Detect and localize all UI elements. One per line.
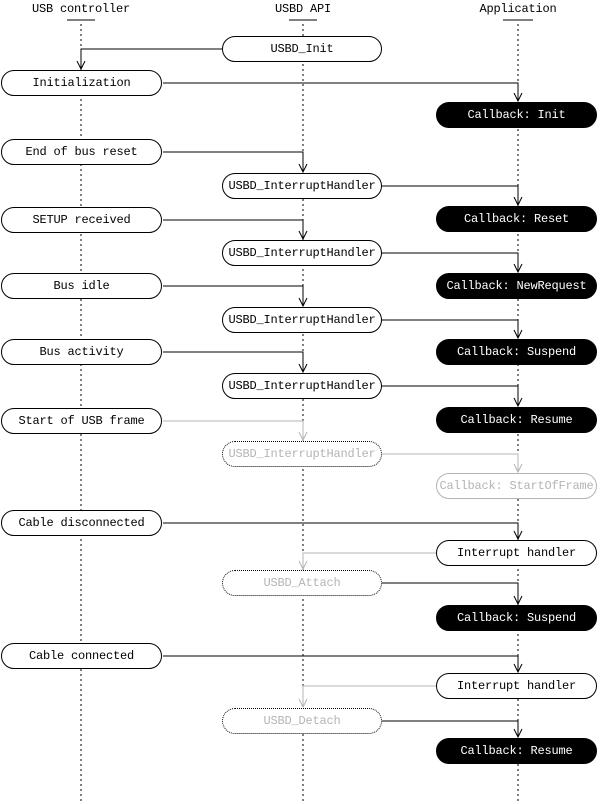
node-interrupt-handler-1: USBD_InterruptHandler (222, 173, 382, 199)
flow-bus-activity-to-interrupt-handler (163, 351, 308, 374)
flow-cable-disconnected-to-interrupt-handler (163, 522, 523, 541)
node-usbd-attach: USBD_Attach (222, 570, 382, 596)
flow-usbd-init-to-initialization (76, 48, 222, 71)
flow-usbd-detach-to-callback-resume (382, 720, 523, 739)
flow-interrupt-handler-to-callback-startofframe-inactive (382, 453, 523, 474)
node-setup-received: SETUP received (1, 207, 162, 233)
column-header-usbd-api: USBD API (274, 2, 331, 16)
flow-interrupt-handler-to-callback-newrequest (382, 252, 523, 274)
node-callback-suspend-1: Callback: Suspend (436, 339, 597, 365)
node-bus-idle: Bus idle (1, 273, 162, 299)
node-usbd-init: USBD_Init (222, 36, 382, 62)
node-start-of-usb-frame: Start of USB frame (1, 408, 162, 434)
flow-end-of-bus-reset-to-interrupt-handler (163, 151, 308, 174)
node-callback-reset: Callback: Reset (436, 206, 597, 232)
node-cable-disconnected: Cable disconnected (1, 510, 162, 536)
node-callback-newrequest: Callback: NewRequest (436, 273, 597, 299)
node-initialization: Initialization (1, 70, 162, 96)
flow-interrupt-handler-to-callback-resume (382, 385, 523, 408)
flow-interrupt-handler-to-usbd-attach-inactive (298, 552, 436, 571)
flow-interrupt-handler-to-usbd-detach-inactive (298, 685, 436, 709)
node-end-of-bus-reset: End of bus reset (1, 139, 162, 165)
node-interrupt-handler-app-2: Interrupt handler (436, 673, 597, 699)
node-callback-resume-2: Callback: Resume (436, 738, 597, 764)
column-header-application: Application (479, 2, 557, 16)
flow-usbd-attach-to-callback-suspend (382, 582, 523, 606)
node-callback-suspend-2: Callback: Suspend (436, 605, 597, 631)
node-bus-activity: Bus activity (1, 339, 162, 365)
node-interrupt-handler-2: USBD_InterruptHandler (222, 240, 382, 266)
node-callback-init: Callback: Init (436, 102, 597, 128)
node-interrupt-handler-app-1: Interrupt handler (436, 540, 597, 566)
node-interrupt-handler-inactive: USBD_InterruptHandler (222, 441, 382, 467)
flow-start-of-usb-frame-to-interrupt-handler-inactive (163, 420, 308, 442)
node-cable-connected: Cable connected (1, 643, 162, 669)
flow-cable-connected-to-interrupt-handler (163, 655, 523, 674)
node-callback-startofframe: Callback: StartOfFrame (436, 473, 597, 499)
flow-interrupt-handler-to-callback-reset (382, 185, 523, 207)
flow-interrupt-handler-to-callback-suspend (382, 319, 523, 340)
flow-initialization-to-callback-init (163, 82, 523, 103)
node-interrupt-handler-4: USBD_InterruptHandler (222, 373, 382, 399)
column-header-usb-controller: USB controller (31, 2, 131, 16)
flow-setup-received-to-interrupt-handler (163, 219, 308, 241)
flow-bus-idle-to-interrupt-handler (163, 285, 308, 308)
node-interrupt-handler-3: USBD_InterruptHandler (222, 307, 382, 333)
node-callback-resume-1: Callback: Resume (436, 407, 597, 433)
node-usbd-detach: USBD_Detach (222, 708, 382, 734)
